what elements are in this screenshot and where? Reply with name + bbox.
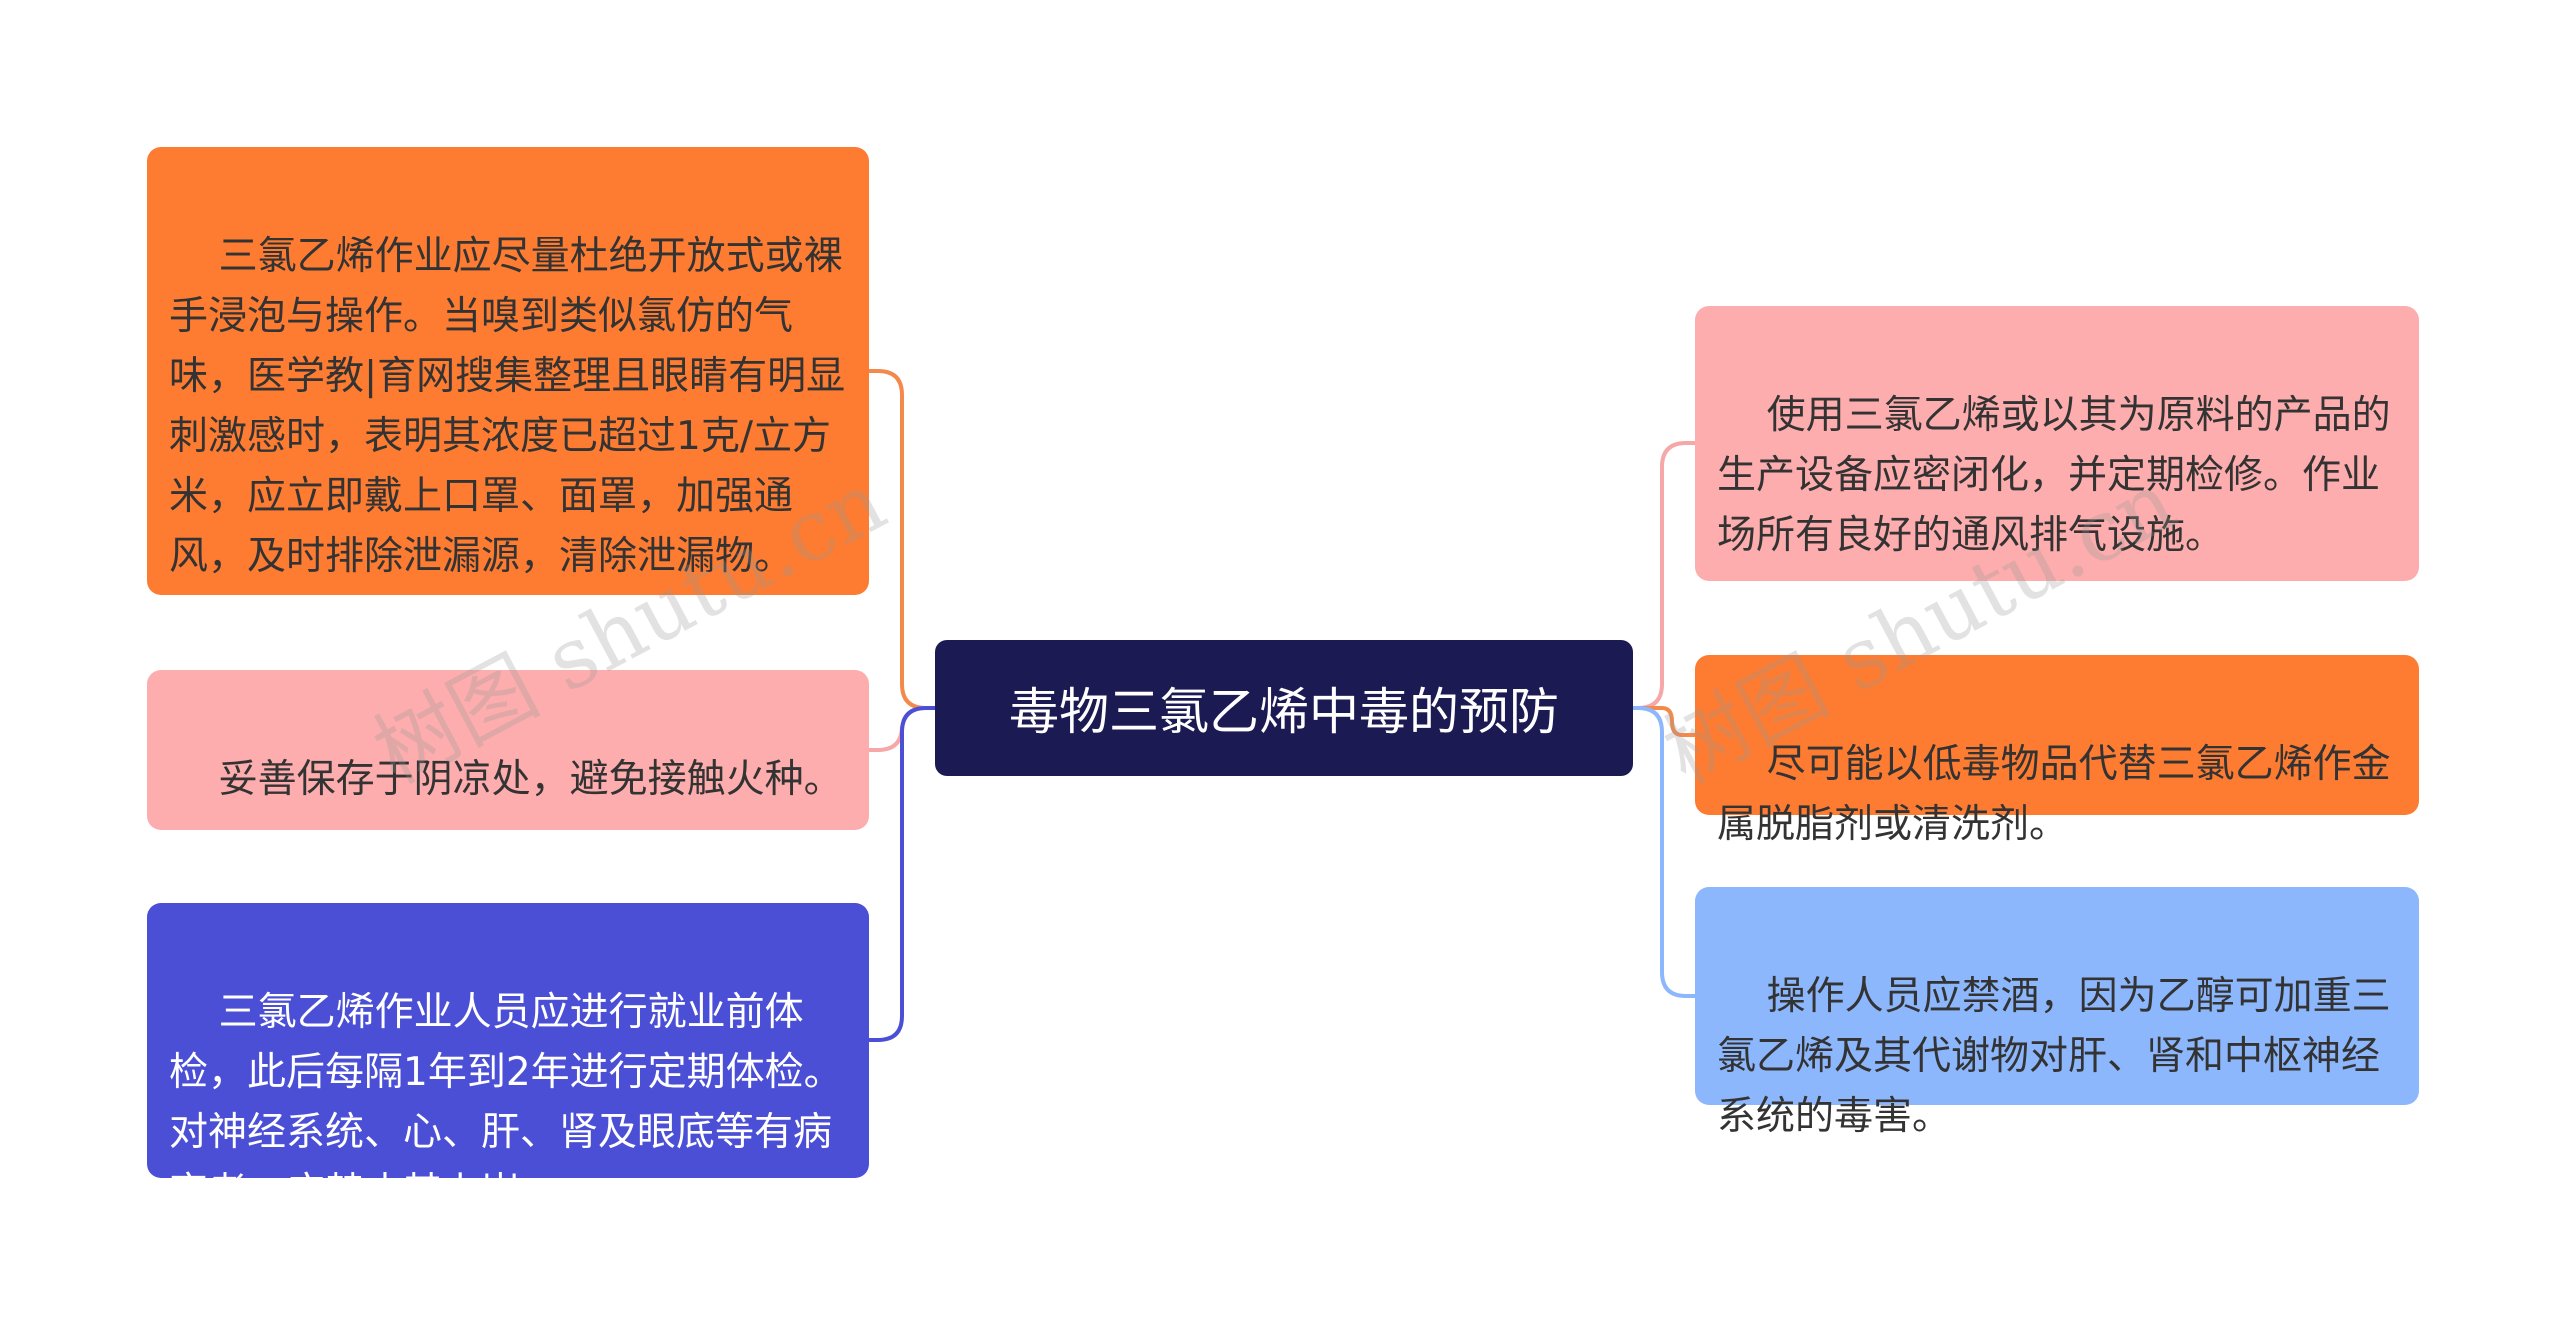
topic-text: 三氯乙烯作业人员应进行就业前体检，此后每隔1年到2年进行定期体检。对神经系统、心… <box>169 990 843 1215</box>
topic-text: 三氯乙烯作业应尽量杜绝开放式或裸手浸泡与操作。当嗅到类似氯仿的气味，医学教|育网… <box>169 234 846 579</box>
topic-node-right-3[interactable]: 操作人员应禁酒，因为乙醇可加重三氯乙烯及其代谢物对肝、肾和中枢神经系统的毒害。 <box>1695 887 2419 1139</box>
topic-node-left-1[interactable]: 三氯乙烯作业应尽量杜绝开放式或裸手浸泡与操作。当嗅到类似氯仿的气味，医学教|育网… <box>147 147 869 595</box>
central-topic[interactable]: 毒物三氯乙烯中毒的预防 <box>935 640 1633 776</box>
connector-left-1 <box>867 369 937 710</box>
topic-text: 使用三氯乙烯或以其为原料的产品的生产设备应密闭化，并定期检修。作业场所有良好的通… <box>1717 393 2391 558</box>
connector-right-1 <box>1631 441 1697 710</box>
topic-text: 操作人员应禁酒，因为乙醇可加重三氯乙烯及其代谢物对肝、肾和中枢神经系统的毒害。 <box>1717 974 2391 1139</box>
topic-text: 妥善保存于阴凉处，避免接触火种。 <box>218 757 843 802</box>
topic-text: 尽可能以低毒物品代替三氯乙烯作金属脱脂剂或清洗剂。 <box>1717 742 2391 847</box>
connector-right-2 <box>1631 706 1697 737</box>
connector-left-3 <box>867 706 937 1042</box>
topic-node-right-2[interactable]: 尽可能以低毒物品代替三氯乙烯作金属脱脂剂或清洗剂。 <box>1695 655 2419 847</box>
topic-node-right-1[interactable]: 使用三氯乙烯或以其为原料的产品的生产设备应密闭化，并定期检修。作业场所有良好的通… <box>1695 306 2419 581</box>
topic-node-left-3[interactable]: 三氯乙烯作业人员应进行就业前体检，此后每隔1年到2年进行定期体检。对神经系统、心… <box>147 903 869 1215</box>
connector-right-3 <box>1631 706 1697 998</box>
central-topic-label: 毒物三氯乙烯中毒的预防 <box>1009 683 1559 741</box>
topic-node-left-2[interactable]: 妥善保存于阴凉处，避免接触火种。 <box>147 670 869 830</box>
